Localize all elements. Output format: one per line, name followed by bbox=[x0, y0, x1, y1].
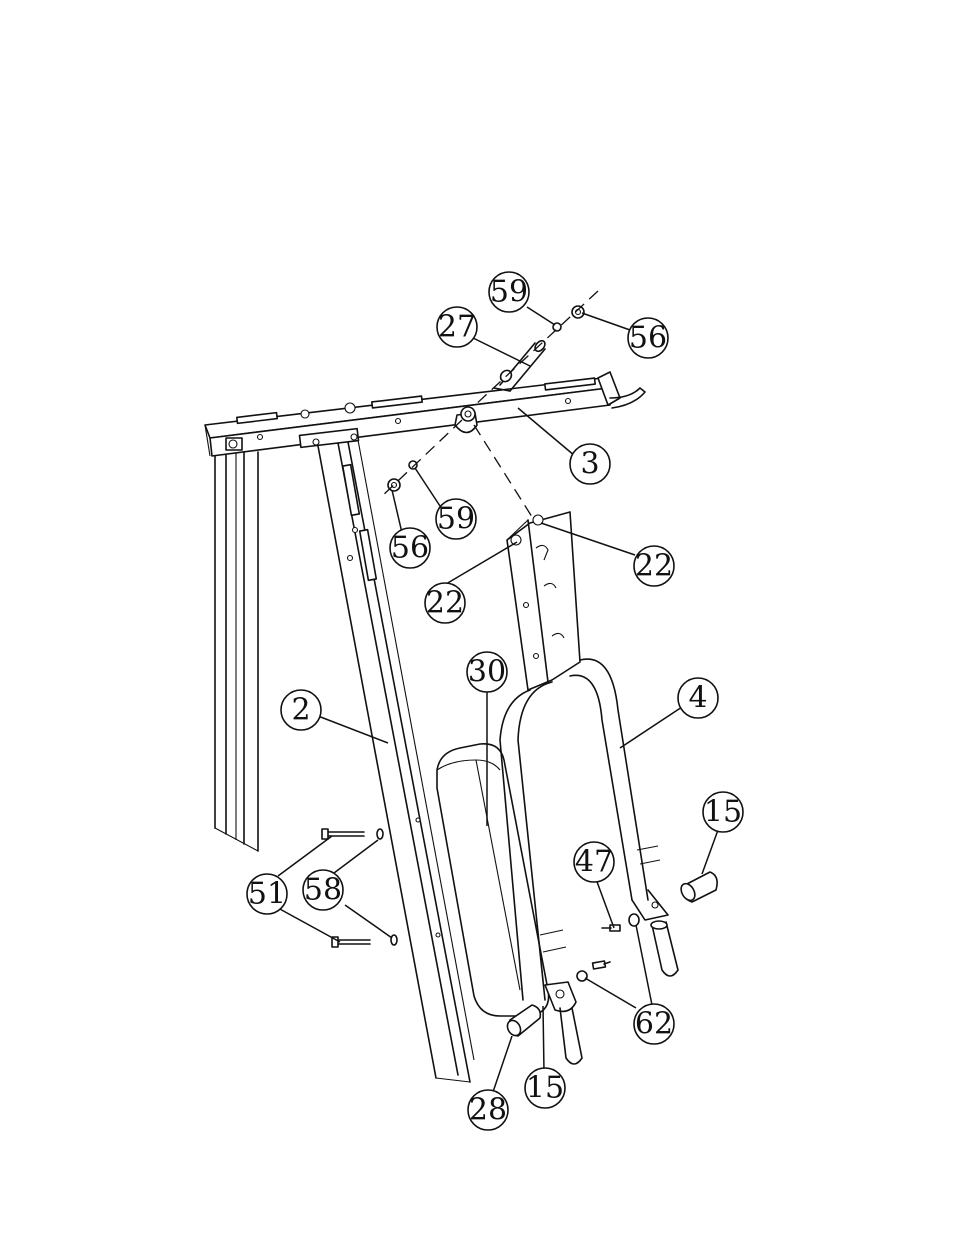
svg-text:47: 47 bbox=[575, 845, 613, 880]
svg-text:62: 62 bbox=[635, 1007, 673, 1042]
callout-15-bottom: 15 bbox=[525, 1068, 565, 1108]
svg-text:59: 59 bbox=[437, 502, 475, 537]
callout-56-top: 56 bbox=[628, 318, 668, 358]
callout-59-mid: 59 bbox=[436, 499, 476, 539]
callout-22-right: 22 bbox=[634, 546, 674, 586]
callout-56-mid: 56 bbox=[390, 528, 430, 568]
callout-30: 30 bbox=[467, 652, 507, 692]
svg-text:56: 56 bbox=[629, 321, 667, 356]
callout-51: 51 bbox=[247, 874, 287, 914]
callout-59-top: 59 bbox=[489, 272, 529, 312]
callout-3: 3 bbox=[570, 444, 610, 484]
svg-text:27: 27 bbox=[438, 310, 476, 345]
roller-15-right bbox=[678, 872, 717, 903]
svg-text:15: 15 bbox=[526, 1071, 564, 1106]
svg-text:2: 2 bbox=[291, 693, 310, 728]
svg-text:22: 22 bbox=[426, 586, 464, 621]
svg-text:56: 56 bbox=[391, 531, 429, 566]
bolts-47-washers-62 bbox=[577, 914, 639, 981]
callout-47: 47 bbox=[574, 842, 614, 882]
callout-28: 28 bbox=[468, 1090, 508, 1130]
callout-22-left: 22 bbox=[425, 583, 465, 623]
callout-4: 4 bbox=[678, 678, 718, 718]
svg-text:51: 51 bbox=[248, 877, 286, 912]
svg-text:30: 30 bbox=[468, 655, 506, 690]
svg-text:58: 58 bbox=[304, 873, 342, 908]
svg-text:22: 22 bbox=[635, 549, 673, 584]
svg-text:28: 28 bbox=[469, 1093, 507, 1128]
svg-text:3: 3 bbox=[580, 447, 599, 482]
pin-27 bbox=[494, 339, 547, 391]
callout-58: 58 bbox=[303, 870, 343, 910]
callout-15-right: 15 bbox=[703, 792, 743, 832]
svg-text:59: 59 bbox=[490, 275, 528, 310]
callout-27: 27 bbox=[437, 307, 477, 347]
callout-2: 2 bbox=[281, 690, 321, 730]
svg-text:15: 15 bbox=[704, 795, 742, 830]
top-beam bbox=[205, 372, 645, 456]
callout-62: 62 bbox=[634, 1004, 674, 1044]
svg-text:4: 4 bbox=[688, 681, 707, 716]
rear-upright-frame bbox=[215, 452, 258, 851]
